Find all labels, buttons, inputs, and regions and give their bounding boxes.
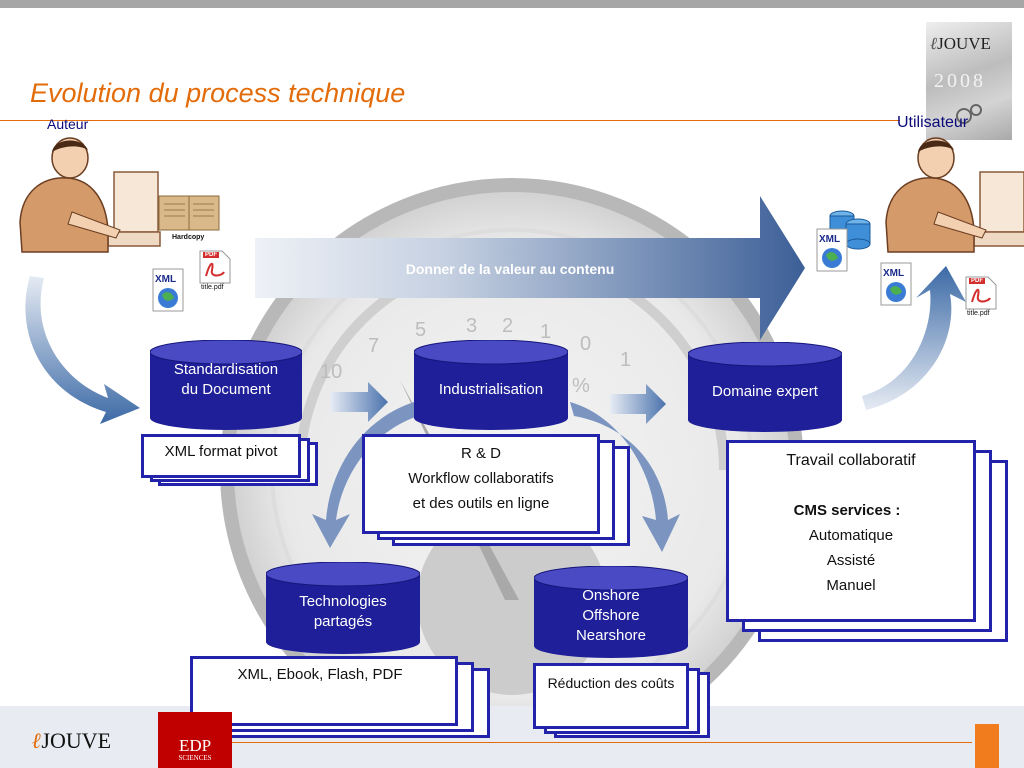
reduction-text: Réduction des coûts xyxy=(547,675,675,691)
logo-year: 2008 xyxy=(934,70,986,92)
shore-line3: Nearshore xyxy=(575,627,647,644)
cylinder-shape xyxy=(150,340,302,430)
pdf-tag-left: PDF xyxy=(203,252,219,258)
card-front xyxy=(362,434,600,534)
open-book-icon xyxy=(158,195,220,231)
xml-globe-icon xyxy=(816,228,848,272)
orange-corner-block xyxy=(975,724,999,768)
footer-bar xyxy=(0,706,1024,768)
rd-line2: Workflow collaboratifs xyxy=(408,470,554,487)
cylinder-shape xyxy=(688,342,842,432)
card-front xyxy=(190,656,458,726)
value-banner-arrow xyxy=(255,196,805,340)
arrow-ind-to-shore xyxy=(570,402,680,552)
top-bar xyxy=(0,0,1024,8)
node-standardisation: Standardisation du Document xyxy=(150,340,302,430)
cylinder-shape xyxy=(266,562,420,654)
title-underline xyxy=(0,120,900,121)
gears-icon xyxy=(956,104,982,124)
technologies-line2: partagés xyxy=(313,613,373,630)
svg-text:7: 7 xyxy=(368,335,379,357)
formats-text: XML, Ebook, Flash, PDF xyxy=(237,666,403,683)
svg-text:1: 1 xyxy=(620,349,631,371)
card-front xyxy=(726,440,976,622)
arrow-ind-to-domain xyxy=(610,384,666,424)
footer-rule xyxy=(232,742,972,743)
left-curved-arrow xyxy=(25,276,140,424)
pdf-document-right: PDF title.pdf xyxy=(964,276,998,320)
shore-line2: Offshore xyxy=(582,607,640,624)
svg-text:0: 0 xyxy=(580,333,591,355)
technologies-line1: Technologies xyxy=(299,593,387,610)
travail-item-1: Automatique xyxy=(808,527,894,544)
shore-line1: Onshore xyxy=(582,587,640,604)
node-shore: Onshore Offshore Nearshore xyxy=(534,566,688,658)
cylinder-shape xyxy=(534,566,688,658)
arrow-std-to-ind xyxy=(330,382,388,422)
industrialisation-label: Industrialisation xyxy=(438,381,544,398)
value-banner-text: Donner de la valeur au contenu xyxy=(405,261,615,277)
slide-title: Evolution du process technique xyxy=(30,78,406,108)
pdf-document-left: PDF title.pdf xyxy=(198,250,232,294)
auteur-label: Auteur xyxy=(47,116,89,132)
node-industrialisation: Industrialisation xyxy=(414,340,568,430)
svg-text:%: % xyxy=(572,375,590,397)
svg-text:1: 1 xyxy=(540,321,551,343)
edp-logo-subtext: SCIENCES xyxy=(178,754,212,762)
node-technologies: Technologies partagés xyxy=(266,562,420,654)
pdf-filename-right: title.pdf xyxy=(967,310,990,317)
xml-tag-right-top: XML xyxy=(819,234,841,245)
right-curved-arrow xyxy=(862,266,966,410)
xml-document-left: XML xyxy=(152,268,184,312)
card-front xyxy=(141,434,301,478)
user-at-computer-icon xyxy=(885,137,1024,253)
pdf-file-icon xyxy=(965,276,997,310)
node-domaine-expert: Domaine expert xyxy=(688,342,842,432)
xml-tag-right: XML xyxy=(883,268,905,279)
edp-sciences-logo: EDP SCIENCES xyxy=(158,712,232,768)
pdf-tag-right: PDF xyxy=(969,278,985,284)
author-at-computer-icon xyxy=(19,137,161,253)
pdf-file-icon xyxy=(199,250,231,284)
jouve-2008-logo: ℓJOUVE 2008 xyxy=(926,22,1012,140)
edp-logo-text: EDP xyxy=(178,736,212,755)
svg-text:5: 5 xyxy=(415,319,426,341)
xml-globe-icon xyxy=(880,262,912,306)
rd-line1: R & D xyxy=(460,445,501,462)
pdf-filename-left: title.pdf xyxy=(201,284,224,291)
cylinder-shape xyxy=(414,340,568,430)
domaine-expert-label: Domaine expert xyxy=(712,383,818,400)
hardcopy-document: Hardcopy xyxy=(158,194,220,246)
svg-text:2: 2 xyxy=(502,315,513,337)
travail-subtitle: CMS services : xyxy=(793,502,901,519)
standardisation-line1: Standardisation xyxy=(173,361,279,378)
xml-globe-icon xyxy=(152,268,184,312)
xml-pivot-text: XML format pivot xyxy=(164,443,278,460)
svg-text:10: 10 xyxy=(320,361,342,383)
jouve-logo-bottom: ℓJOUVE xyxy=(32,728,112,753)
card-front xyxy=(533,663,689,729)
standardisation-line2: du Document xyxy=(181,381,271,398)
travail-title: Travail collaboratif xyxy=(786,452,916,469)
jouve-logo-bottom-text: JOUVE xyxy=(41,728,112,753)
arrow-ind-to-tech xyxy=(312,402,418,548)
hardcopy-label: Hardcopy xyxy=(172,234,205,241)
travail-item-2: Assisté xyxy=(826,552,876,569)
xml-tag-left: XML xyxy=(155,274,177,285)
rd-line3: et des outils en ligne xyxy=(412,495,550,512)
utilisateur-label: Utilisateur xyxy=(897,114,969,131)
jouve-logo-text: JOUVE xyxy=(937,34,991,53)
xml-document-right-top: XML xyxy=(816,228,848,272)
xml-document-right: XML xyxy=(880,262,912,306)
travail-item-3: Manuel xyxy=(826,577,876,594)
svg-text:3: 3 xyxy=(466,315,477,337)
